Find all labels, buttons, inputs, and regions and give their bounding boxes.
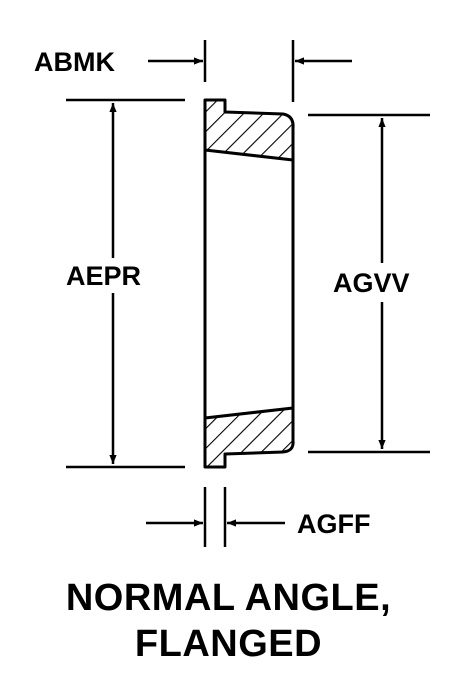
top-section [203, 98, 295, 162]
agvv-label: AGVV [333, 268, 410, 298]
caption-line-1: NORMAL ANGLE, [65, 577, 392, 619]
caption-line-2: FLANGED [134, 623, 323, 665]
abmk-dimension [148, 40, 352, 102]
aepr-label: AEPR [66, 261, 141, 291]
bottom-section [203, 406, 295, 469]
agff-label: AGFF [297, 509, 371, 539]
aepr-dimension [66, 98, 185, 469]
agff-dimension [146, 487, 285, 547]
abmk-label: ABMK [34, 47, 115, 77]
part-outline [203, 98, 295, 469]
agvv-dimension [308, 113, 430, 454]
